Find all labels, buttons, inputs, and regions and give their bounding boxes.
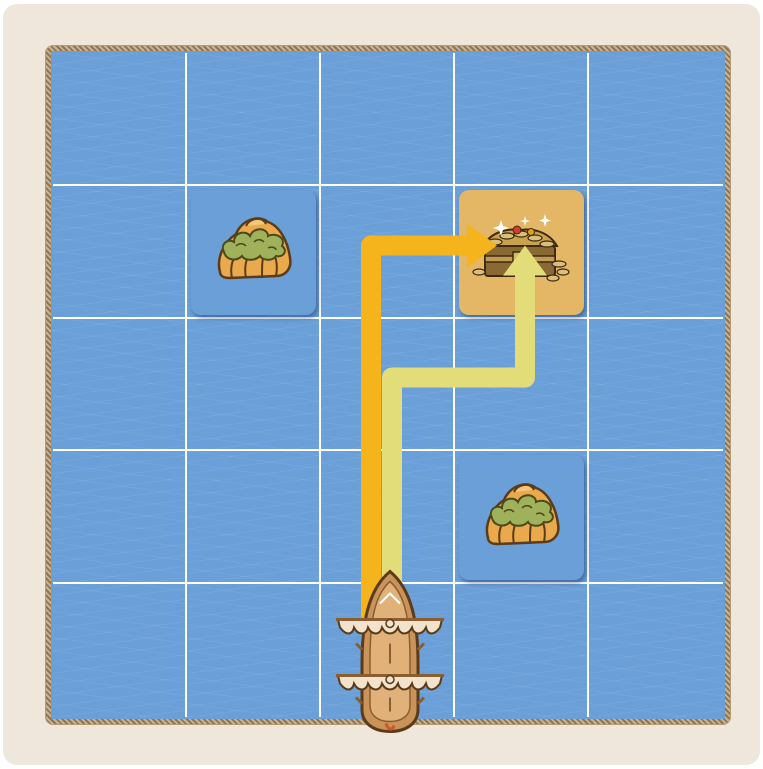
grid-cell-r4-c4[interactable] [589, 584, 723, 717]
grid-cell-r4-c2[interactable] [321, 584, 455, 717]
grid-cell-r2-c1[interactable] [187, 319, 321, 452]
island-tile[interactable] [459, 455, 584, 580]
treasure-tile[interactable] [459, 190, 584, 315]
grid-cell-r4-c1[interactable] [187, 584, 321, 717]
grid-cell-r3-c4[interactable] [589, 451, 723, 584]
grid-cell-r1-c1[interactable] [187, 186, 321, 319]
grid-cell-r1-c3[interactable] [455, 186, 589, 319]
grid-cell-r3-c0[interactable] [53, 451, 187, 584]
grid-cell-r3-c3[interactable] [455, 451, 589, 584]
grid-cell-r4-c3[interactable] [455, 584, 589, 717]
treasure-chest-icon [467, 202, 577, 302]
grid-cell-r2-c4[interactable] [589, 319, 723, 452]
island-icon [206, 202, 302, 302]
grid-cell-r2-c0[interactable] [53, 319, 187, 452]
grid-cell-r3-c1[interactable] [187, 451, 321, 584]
grid-cell-r2-c2[interactable] [321, 319, 455, 452]
grid-cell-r0-c1[interactable] [187, 53, 321, 186]
grid-cell-r1-c0[interactable] [53, 186, 187, 319]
grid-cell-r3-c2[interactable] [321, 451, 455, 584]
island-icon [474, 468, 570, 568]
grid-cell-r0-c3[interactable] [455, 53, 589, 186]
grid-cell-r0-c0[interactable] [53, 53, 187, 186]
grid-cell-r2-c3[interactable] [455, 319, 589, 452]
grid-cell-r0-c4[interactable] [589, 53, 723, 186]
game-board [53, 53, 723, 717]
grid-cell-r1-c4[interactable] [589, 186, 723, 319]
grid-cell-r0-c2[interactable] [321, 53, 455, 186]
grid-cell-r4-c0[interactable] [53, 584, 187, 717]
island-tile[interactable] [191, 190, 316, 315]
grid-cell-r1-c2[interactable] [321, 186, 455, 319]
